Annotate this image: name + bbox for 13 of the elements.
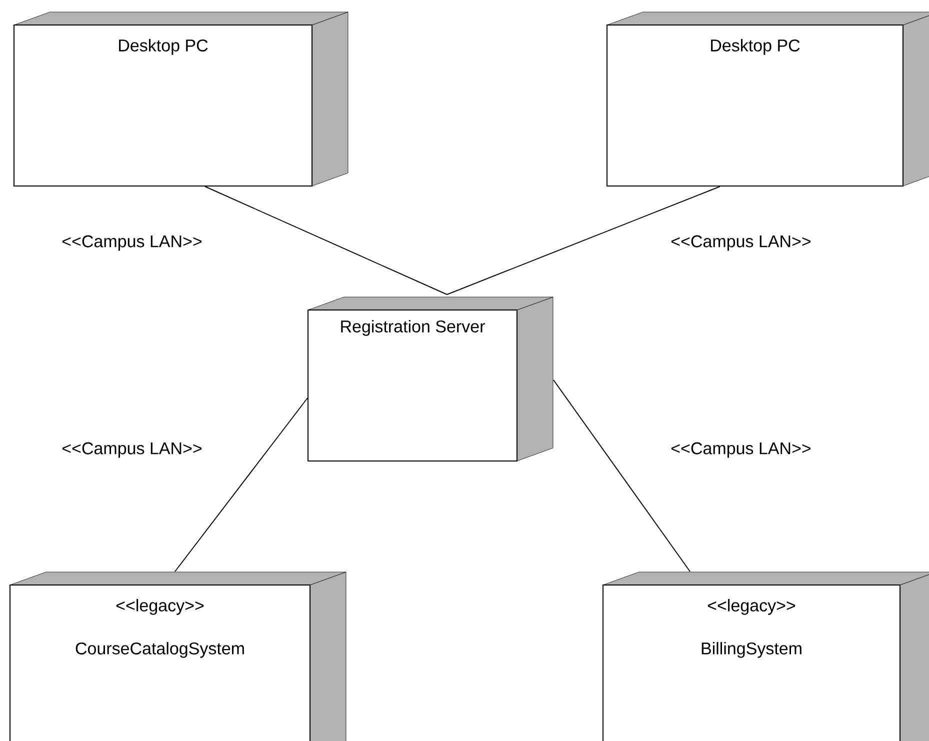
node-box: Desktop PC: [606, 12, 929, 186]
connector-line: [446, 186, 720, 295]
edge-label: <<Campus LAN>>: [60, 234, 204, 252]
node-box: Registration Server: [308, 296, 554, 462]
node-box: <<legacy>> BillingSystem: [602, 572, 929, 741]
connector-line: [553, 380, 690, 572]
node-box: Desktop PC: [14, 12, 348, 186]
edge-label: <<Campus LAN>>: [60, 441, 204, 459]
node-box: <<legacy>> CourseCatalogSystem: [10, 572, 346, 741]
edge-label: <<Campus LAN>>: [670, 441, 812, 459]
connector-line: [174, 398, 308, 572]
connector-line: [204, 186, 448, 295]
edge-label: <<Campus LAN>>: [670, 234, 812, 252]
